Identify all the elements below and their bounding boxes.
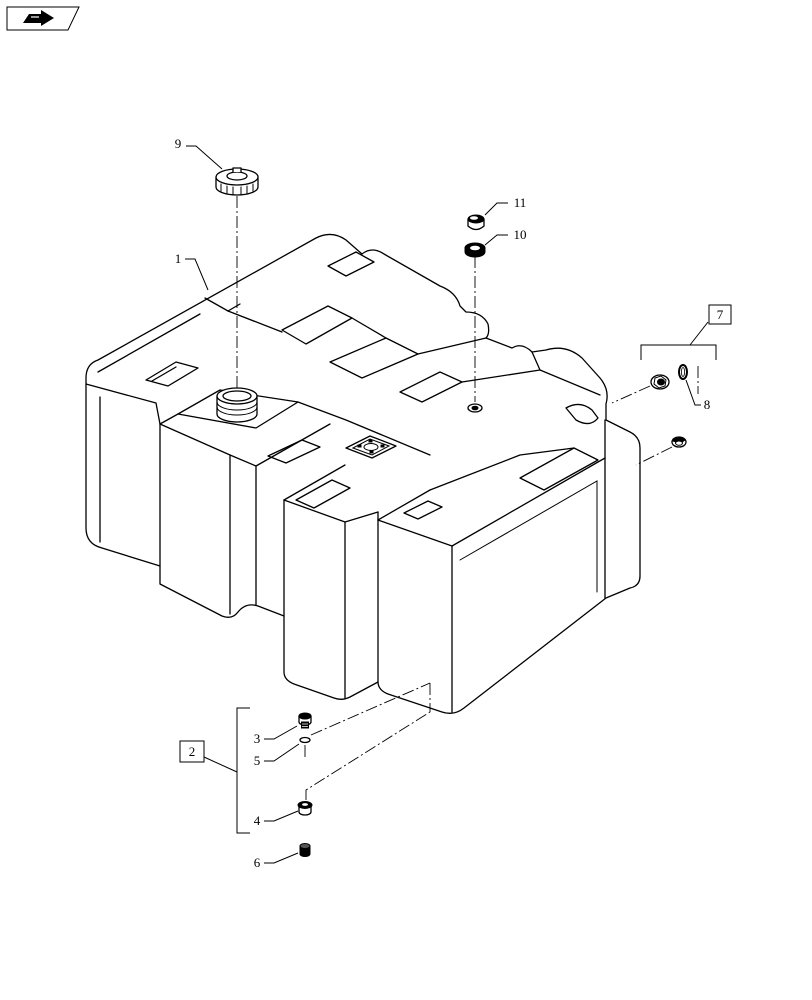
callout-number[interactable]: 3 (254, 731, 261, 746)
plate-outline (345, 435, 397, 459)
tank-edge-line (267, 439, 321, 464)
center-line (611, 385, 651, 404)
tank-edge-line (351, 317, 387, 339)
kit-bracket-left (236, 707, 250, 834)
callout-number[interactable]: 11 (514, 195, 527, 210)
tank-edge-line (519, 447, 599, 491)
kit-bracket-right (640, 344, 717, 360)
tank-edge-line (97, 313, 201, 373)
tank-recess (145, 361, 199, 387)
center-line (310, 682, 431, 736)
tank-edge-line (85, 383, 161, 425)
grommet-side-part (671, 436, 687, 448)
tank-edges (85, 251, 606, 713)
bracket-line (236, 707, 250, 834)
tank-edge-line (459, 480, 598, 593)
tank-edge-line (429, 447, 575, 491)
navigation-arrow-icon[interactable] (6, 6, 80, 31)
small-plug-top (299, 843, 311, 849)
callout-number[interactable]: 5 (254, 753, 261, 768)
o-ring-outer (678, 364, 688, 380)
leader-line (484, 234, 508, 246)
leader-line (264, 725, 298, 740)
drain-washer (299, 736, 311, 744)
leader-line (186, 145, 223, 170)
plate-bolt (368, 439, 373, 443)
grommet-side-inner (675, 440, 683, 446)
tank-edge-line (255, 423, 331, 467)
center-line (635, 446, 673, 466)
drain-fitting-hole (302, 803, 308, 806)
callout-number[interactable]: 7 (717, 307, 724, 322)
leader-line (203, 756, 238, 773)
plug-center (657, 378, 665, 386)
center-line (305, 711, 431, 800)
drain-plug-thread (301, 721, 309, 729)
tank-edge-line (297, 401, 431, 456)
callout-number[interactable]: 9 (175, 136, 182, 151)
drain-plug-part (298, 712, 312, 729)
callout-number[interactable]: 10 (514, 227, 527, 242)
leader-line (689, 321, 709, 346)
tank-edge-line (159, 413, 179, 425)
callout-number[interactable]: 4 (254, 813, 261, 828)
plug-hex (653, 375, 667, 389)
callout-number[interactable]: 8 (704, 397, 711, 412)
leader-lines (185, 145, 709, 864)
neck-ring (216, 406, 258, 416)
plate-bolt (357, 444, 362, 448)
callout-box[interactable] (708, 304, 732, 325)
leader-line (264, 810, 299, 822)
arrow-right-icon[interactable] (23, 10, 54, 26)
fitting-part-11 (467, 214, 485, 231)
plate-inner (351, 438, 391, 456)
cap-knurl (220, 183, 254, 195)
leader-line (264, 852, 299, 864)
grommet-part-10 (464, 242, 486, 258)
neck-ring (216, 401, 258, 411)
drain-plug-thread-line (302, 723, 308, 727)
fitting-highlight (470, 216, 478, 220)
leader-line (185, 258, 209, 291)
cap-tab (232, 167, 242, 172)
drain-fitting-part (297, 801, 313, 816)
callout-number[interactable]: 1 (175, 251, 182, 266)
tank-edge-line (377, 489, 431, 521)
o-ring-inner (681, 367, 686, 377)
port-hole-inner (471, 405, 479, 411)
drain-washer-part (299, 736, 311, 744)
callout-number[interactable]: 6 (254, 855, 261, 870)
fuel-cap-part (215, 167, 259, 196)
plate-bolt (380, 444, 385, 448)
callout-number[interactable]: 2 (189, 744, 196, 759)
leader-line (484, 202, 508, 216)
tank-silhouette (85, 233, 641, 714)
tank-recess (327, 251, 375, 277)
tank-edge-line (227, 310, 283, 333)
tank-edge-line (283, 464, 346, 501)
small-plug-part (299, 843, 311, 857)
callout-box[interactable] (179, 740, 205, 763)
neck-opening (222, 390, 252, 402)
tank-edge-line (295, 479, 351, 509)
o-ring-part (678, 364, 688, 380)
leader-line (685, 379, 701, 406)
drain-plug-top (298, 712, 312, 720)
leader-line (264, 743, 300, 762)
center-lines (236, 196, 699, 800)
plate-bolt (369, 450, 374, 454)
fuel-tank (85, 233, 641, 714)
bracket-line (640, 344, 717, 360)
grommet-hole (470, 245, 480, 251)
filler-neck (216, 387, 258, 423)
tank-edge-line (565, 403, 599, 425)
tank-port-hole (467, 403, 483, 413)
sender-plate (345, 435, 397, 459)
plug-part (650, 374, 670, 390)
tank-recess (151, 366, 177, 382)
tank-edge-line (403, 500, 443, 520)
callouts: 9 1 11 10 7 8 3 5 2 4 6 (175, 136, 732, 870)
